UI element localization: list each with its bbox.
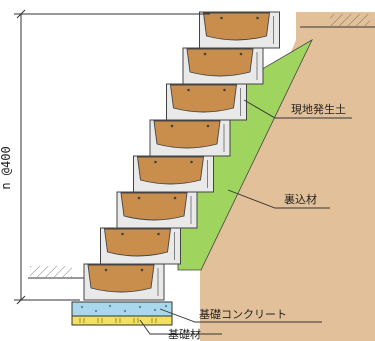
foundation-material-texture (79, 318, 157, 323)
label-foundation-material: 基礎材 (168, 327, 201, 341)
retaining-block (182, 47, 264, 85)
height-dimension (14, 9, 210, 305)
retaining-block (100, 227, 181, 265)
retaining-block (116, 191, 198, 229)
retaining-block (133, 155, 214, 193)
label-backfill: 裏込材 (284, 192, 317, 206)
foundation-material (71, 315, 173, 326)
retaining-block (149, 119, 231, 157)
concrete-aggregate-dots (80, 304, 168, 313)
retaining-block (166, 83, 247, 121)
foundation-concrete (71, 301, 173, 317)
ground-hatch-top-right (300, 14, 375, 28)
native-soil-region (200, 12, 375, 341)
leader-lines (139, 99, 352, 335)
label-foundation-concrete: 基礎コンクリート (199, 308, 287, 321)
retaining-blocks (83, 11, 280, 301)
retaining-block (199, 11, 280, 49)
label-native-soil: 現地発生土 (291, 102, 346, 116)
dimension-label: n @400 (0, 146, 13, 189)
retaining-block (83, 263, 165, 301)
ground-hatch-left (28, 266, 88, 279)
